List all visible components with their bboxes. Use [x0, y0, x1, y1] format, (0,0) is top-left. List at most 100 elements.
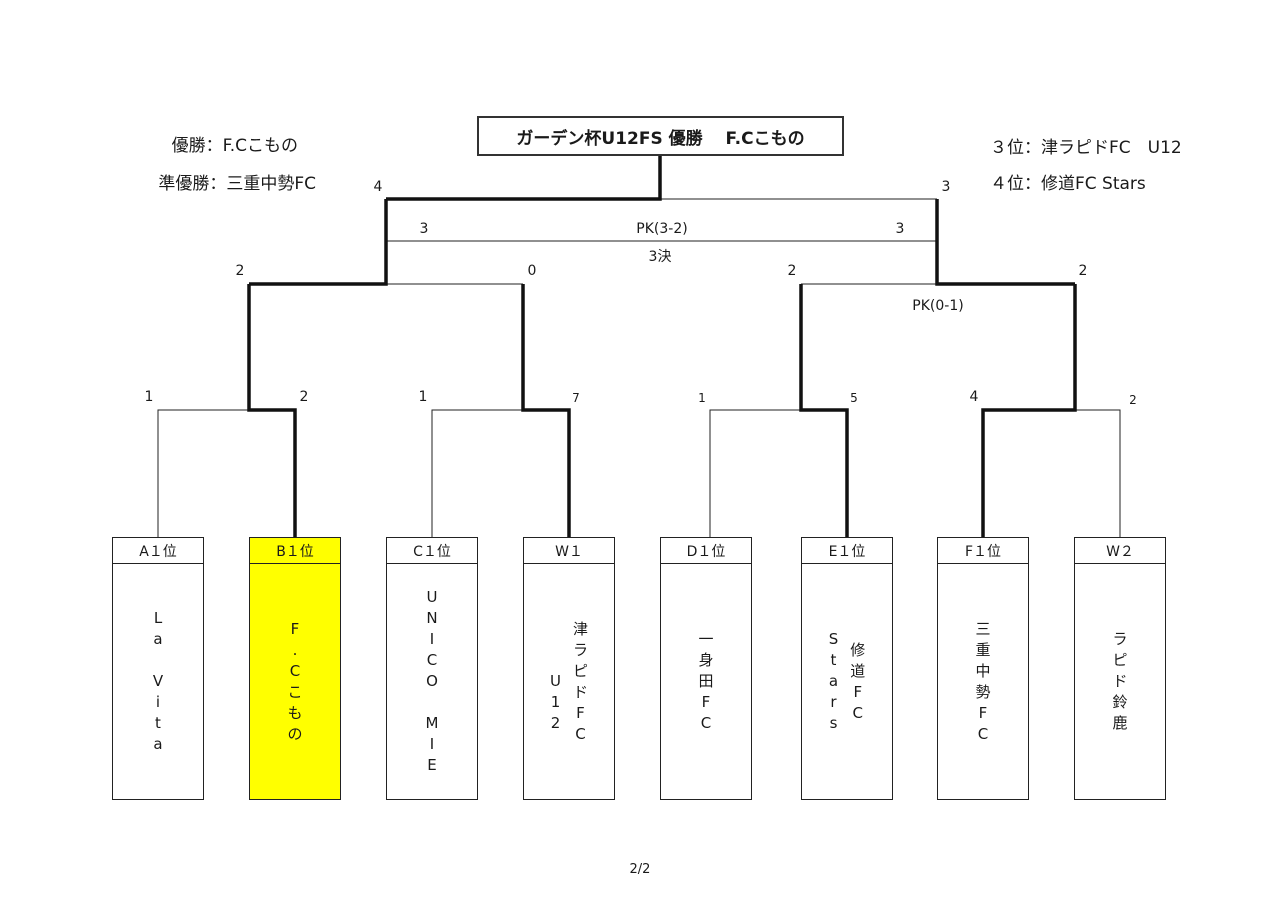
semi-pk-note: PK(0-1)	[912, 298, 964, 314]
team-name-char: C	[426, 651, 438, 669]
r1-score: 5	[850, 391, 858, 405]
team-name-char: 中	[975, 661, 991, 680]
team-name-char: I	[429, 735, 435, 753]
team-name-char: a	[153, 630, 163, 648]
team-seed: F１位	[938, 538, 1028, 564]
third-place-text: ３位：津ラピドFC U12	[990, 138, 1182, 158]
team-name-char: C	[289, 661, 301, 680]
champion-text: 優勝：F.Cこもの	[171, 136, 298, 156]
team-name-char: こ	[287, 682, 303, 701]
r1-score: 1	[144, 389, 154, 405]
team-name-char: O	[426, 672, 438, 690]
team-box: W２ ラピド鈴鹿	[1074, 537, 1166, 800]
team-seed: W１	[524, 538, 614, 564]
team-name-char: F	[978, 703, 988, 722]
team-seed: E１位	[802, 538, 892, 564]
team-name-char: i	[155, 693, 161, 711]
team-seed: A１位	[113, 538, 203, 564]
team-name-char: ド	[1112, 672, 1128, 690]
team-name-char: s	[829, 714, 838, 732]
team-name-char: L	[153, 609, 163, 627]
bracket-line	[157, 409, 249, 537]
bracket-winner-line	[247, 284, 297, 537]
team-name-char: ピ	[1112, 651, 1128, 669]
bracket-winner-line	[249, 199, 388, 286]
team-name-char: C	[977, 724, 989, 743]
team-name-char: U	[550, 672, 561, 690]
bracket-winner-line	[521, 284, 571, 537]
team-name-char: r	[830, 693, 837, 711]
third-score-left: 3	[419, 221, 429, 237]
team-name-char: ド	[572, 682, 588, 701]
team-name-column: U 1 2	[550, 629, 561, 734]
final-score-right: 3	[941, 179, 951, 195]
bracket-winner-line	[799, 284, 849, 537]
team-name-char: ピ	[572, 661, 588, 680]
r1-score: 2	[1129, 393, 1137, 407]
runner-up-text: 準優勝：三重中勢FC	[158, 174, 316, 194]
team-name-char: 勢	[975, 682, 991, 701]
team-seed: C１位	[387, 538, 477, 564]
team-seed: B１位	[250, 538, 340, 564]
final-score-left: 4	[373, 179, 383, 195]
team-name-char: 重	[975, 640, 991, 659]
team-name-char: ラ	[572, 640, 588, 659]
r2-score: 2	[787, 263, 797, 279]
team-name-char: E	[427, 756, 437, 774]
team-name-char: 田	[698, 672, 714, 690]
team-name-char: 鈴	[1112, 693, 1128, 711]
team-name-char: C	[852, 703, 863, 722]
bracket-winner-line	[386, 156, 662, 201]
team-name-char: F	[853, 682, 863, 701]
team-name-char: U	[426, 588, 438, 606]
third-pk-note: PK(3-2)	[636, 221, 688, 237]
team-name-char: 身	[698, 651, 714, 669]
team-name-char: F	[701, 693, 711, 711]
team-name-char: ラ	[1112, 630, 1128, 648]
r1-score: 4	[969, 389, 979, 405]
bracket-line	[431, 409, 523, 537]
team-name-char: 修	[850, 640, 866, 659]
team-name-char: F	[290, 619, 300, 638]
team-name-char: I	[429, 630, 435, 648]
team-name-char: .	[292, 640, 298, 659]
r1-score: 1	[698, 391, 706, 405]
team-name-char: a	[153, 735, 163, 753]
team-name-char: 津	[572, 619, 588, 638]
team-name-char: t	[830, 651, 837, 669]
team-name-char: N	[426, 609, 438, 627]
team-name-char: の	[287, 724, 303, 743]
team-name-char: 三	[975, 619, 991, 638]
fourth-place-text: ４位：修道FC Stars	[990, 174, 1146, 194]
team-name-char: 2	[550, 714, 561, 732]
page-number: 2/2	[629, 862, 651, 877]
team-name-char: F	[576, 703, 585, 722]
r2-score: 2	[1078, 263, 1088, 279]
team-name-char: a	[828, 672, 839, 690]
tournament-title: ガーデン杯U12FS 優勝 F.Cこもの	[477, 116, 844, 156]
team-name-char: 1	[550, 693, 561, 711]
team-name-char: 道	[850, 661, 866, 680]
bracket-line	[1075, 409, 1121, 537]
team-name-char: も	[287, 703, 303, 722]
